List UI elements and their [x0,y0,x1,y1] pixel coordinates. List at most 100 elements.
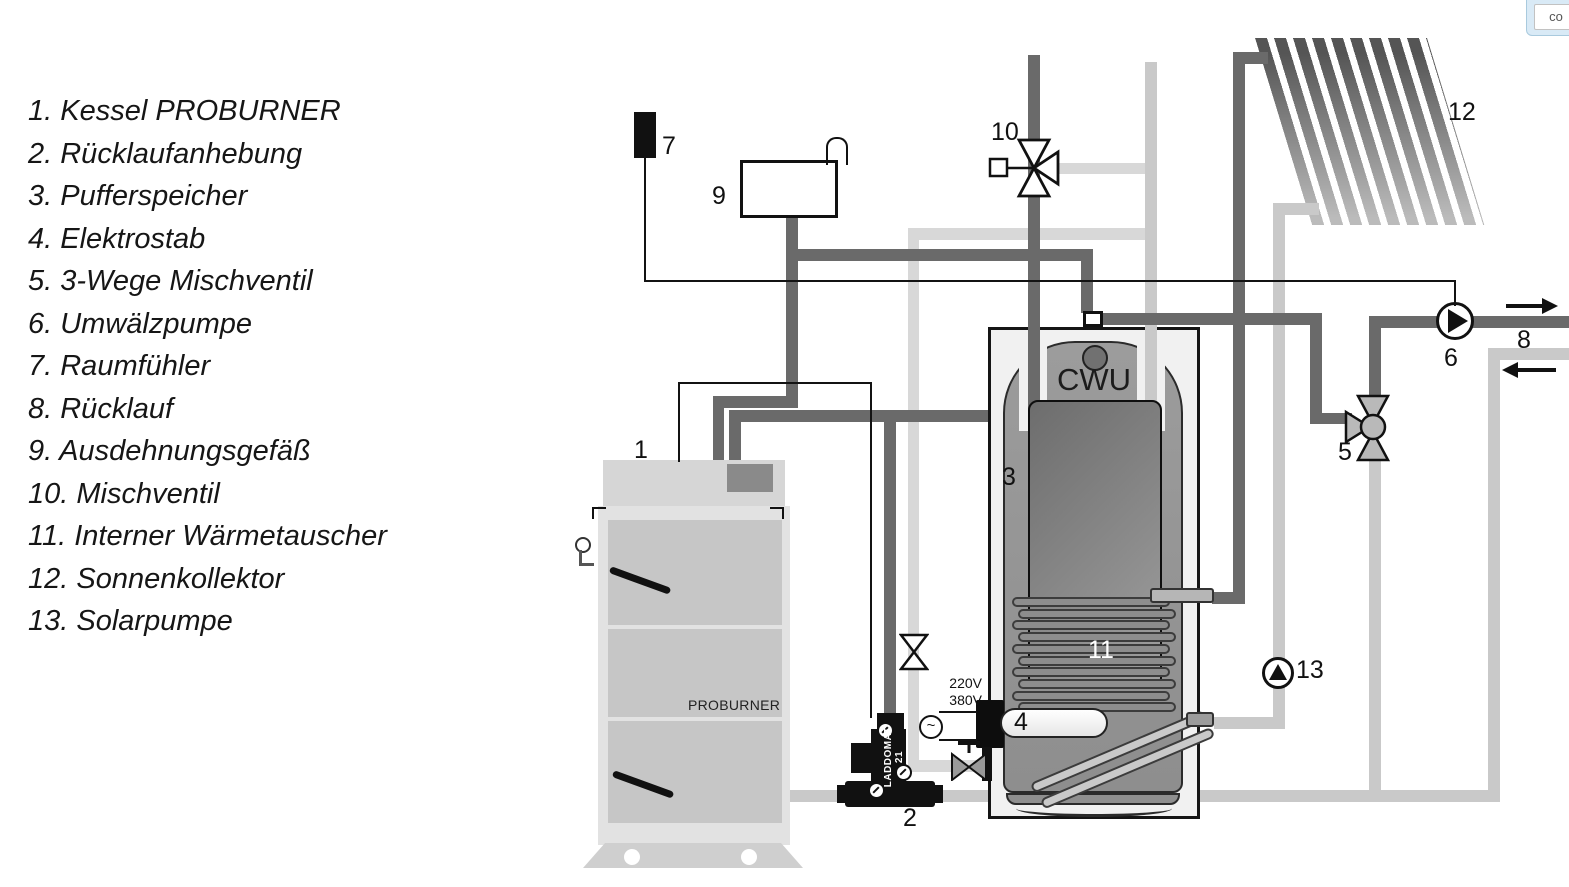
ac-wire-bottom [939,739,977,741]
boiler-latch-wire-h [579,563,594,566]
legend-item-4: 4. Elektrostab [28,222,206,255]
laddomat-stub-right [933,785,943,803]
coil-tube [1018,655,1176,666]
solar-collector [1255,38,1485,225]
pipe-expansion-vessel [786,216,798,408]
boiler-panel-bottom [608,721,782,823]
pipe-boiler-to-tank-riser [729,412,741,462]
pipe-boiler-to-tank [729,410,990,422]
pipe-collector-feed-stub [1240,52,1268,64]
boiler-panel-top [608,520,782,625]
voltage-line-2: 380V [949,692,982,708]
boiler-base [583,843,803,868]
expansion-vessel [740,160,838,218]
room-sensor [634,112,656,158]
pipe-return8-vertical [1488,348,1500,798]
pipe-solar-supply-corner [1212,592,1245,604]
legend-item-13: 13. Solarpumpe [28,605,233,637]
legend-item-6: 6. Umwälzpumpe [28,307,253,340]
coil-tube [1012,620,1170,631]
boiler-panel-middle [608,629,782,717]
tank-vent-circle [1082,345,1108,371]
coil-exit-stub-bottom [1186,712,1214,727]
pipe-solar-supply-vertical [1233,52,1245,604]
pipe-solar-return-horizontal [1214,717,1284,729]
heating-rod [1000,708,1108,738]
ac-source-icon: ~ [919,715,943,739]
buffer-tank-bottom-rim [1016,800,1172,817]
legend-item-10: 10. Mischventil [28,477,220,510]
label-return-unit: 2 [903,804,917,832]
browser-chip[interactable]: co [1526,0,1569,36]
laddomat-dial-1 [877,722,894,739]
boiler-corner-mark-left [592,507,606,519]
ac-wire-top [939,711,977,713]
wire-pump-drop [1454,280,1456,306]
label-solar-pump: 13 [1296,656,1324,684]
browser-chip-inner: co [1534,4,1569,30]
boiler-flue-box [727,464,773,492]
label-expansion-vessel: 9 [712,182,726,210]
coil-tube [1012,690,1170,701]
laddomat-dial-2 [895,764,912,781]
supply-arrow-icon [1542,298,1558,314]
coil-tube [1018,608,1176,619]
legend-item-12: 12. Sonnenkollektor [28,562,285,595]
coil-exit-stub-top [1150,588,1214,603]
boiler-brand-text: PROBURNER [688,697,781,713]
pipe-cold-vertical [908,228,919,768]
pipe-valve5-return-down [1369,452,1381,797]
boiler-latch-wire-v [579,550,582,566]
label-heat-exchanger: 11 [1088,636,1114,664]
return-arrow-icon [1502,362,1518,378]
heating-rod-connector [976,700,1004,748]
boiler-base-hole-left [624,849,640,865]
pipe-circuit-vertical [1310,318,1322,418]
wire-to-laddomat [870,382,872,718]
pipe-valve10-branch [1052,163,1150,174]
tank-cwu-text: CWU [1056,362,1132,397]
pipe-valve5-riser [1369,320,1381,400]
coil-tube [1018,632,1176,643]
pipe-hot-water-riser [1028,55,1040,435]
wire-boiler-up [678,382,680,462]
legend-item-5: 5. 3-Wege Mischventil [28,265,313,297]
pipe-supply-horizontal [786,249,1093,261]
pipe-valve5-feed [1310,413,1352,424]
label-room-sensor: 7 [662,132,676,160]
laddomat-text: LADDOMAT 21 [883,726,905,788]
tank-top-nub [1083,311,1103,327]
mixing-valve10-icon [988,138,1060,198]
laddomat-stub-left [837,785,847,803]
pipe-collector-return-stub [1273,203,1319,215]
label-circulation-pump: 6 [1444,344,1458,372]
pipe-boiler-supply-riser [713,398,724,462]
pipe-circuit-horizontal [1095,313,1322,325]
mixing-valve5-icon [1344,394,1391,462]
label-boiler: 1 [634,436,648,464]
voltage-line-1: 220V [949,675,982,691]
laddomat-arm [851,743,876,773]
pipe-cold-water-riser [1145,62,1157,435]
legend-item-8: 8. Rücklauf [28,392,174,425]
wire-sensor-drop [644,156,646,282]
drain-valve-icon [951,741,987,781]
pipe-boiler-supply-jog [713,396,798,408]
label-3way-valve: 5 [1338,438,1352,466]
pipe-laddomat-drop [884,416,896,716]
laddomat-dial-3 [868,782,885,799]
wire-sensor-to-pump [644,280,1456,282]
supply-arrow-shaft [1506,304,1544,308]
solar-pump-rotor [1269,664,1287,680]
coil-tube [1018,678,1176,689]
boiler-latch-knob [575,537,591,553]
solar-pump-icon [1262,657,1294,689]
label-buffer-tank: 3 [1002,463,1016,491]
laddomat-bar [845,781,935,807]
legend-item-1: 1. Kessel PROBURNER [28,95,341,127]
legend: 1. Kessel PROBURNER 2. Rücklaufanhebung … [28,90,387,643]
pipe-return-bottom-right [1200,790,1500,802]
expansion-vessel-hook [826,137,848,165]
label-solar-collector: 12 [1448,98,1476,126]
